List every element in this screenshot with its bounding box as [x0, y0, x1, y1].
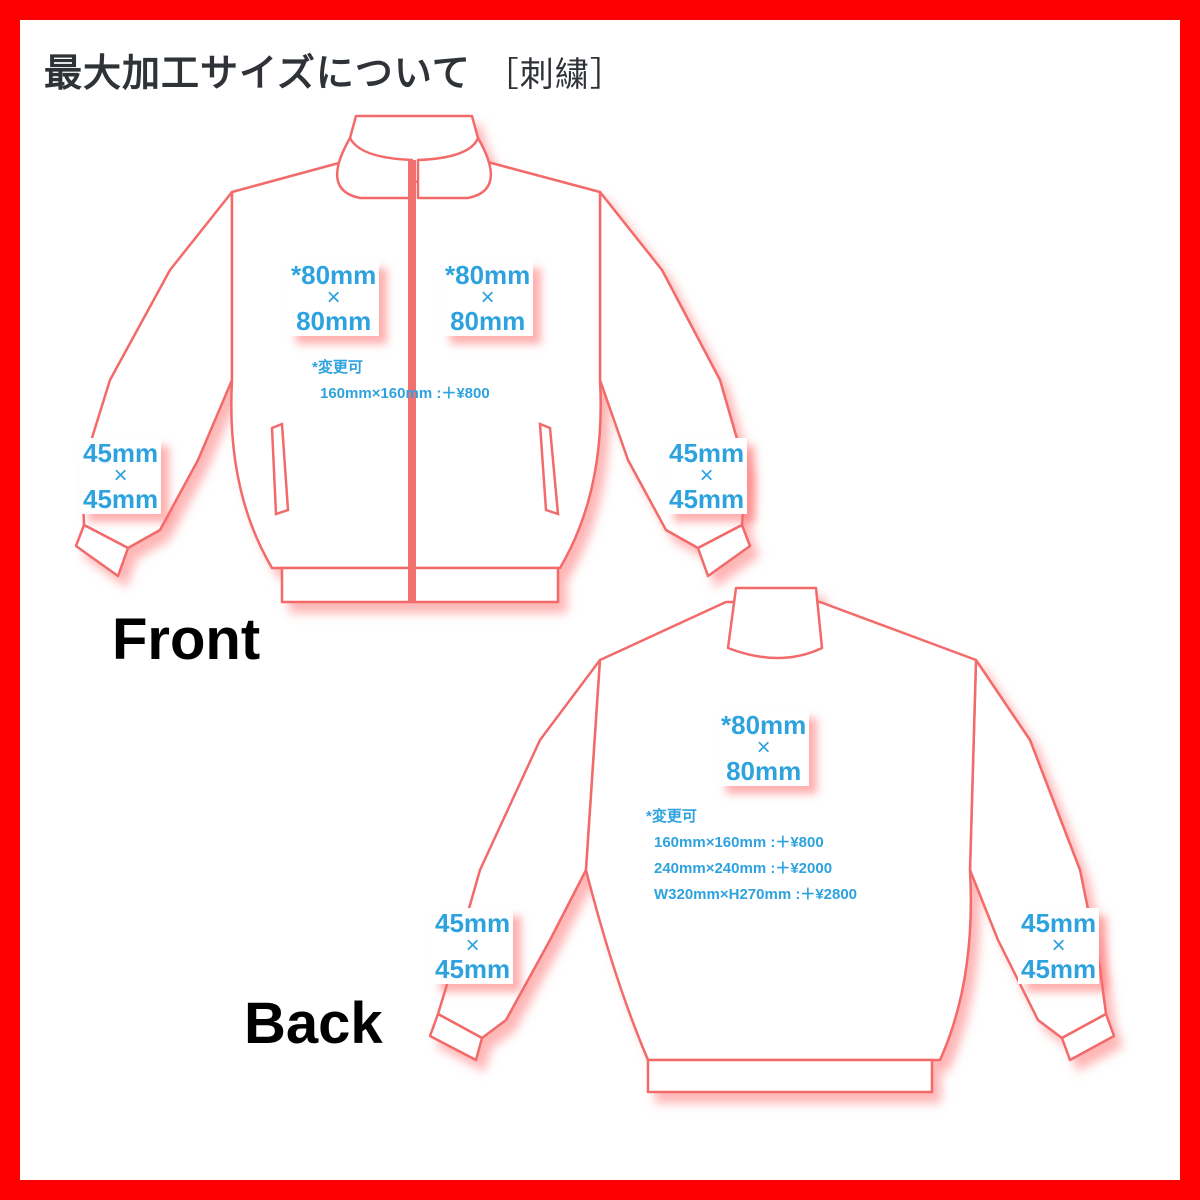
back-sleeve-left-size: 45mm × 45mm [432, 908, 514, 985]
back-center-size: *80mm × 80mm [718, 710, 810, 787]
front-pocket-right [538, 422, 560, 516]
back-sleeve-right-size: 45mm × 45mm [1018, 908, 1100, 985]
front-chest-right-size: *80mm × 80mm [442, 260, 534, 337]
back-size-options-note: *変更可 160mm×160mm :＋¥800 240mm×240mm :＋¥2… [646, 808, 858, 903]
front-sleeve-right-size: 45mm × 45mm [666, 438, 748, 515]
jacket-illustrations [74, 114, 1116, 1094]
back-view-label: Back [244, 991, 383, 1056]
front-zipper [408, 160, 416, 602]
front-sleeve-left-size: 45mm × 45mm [80, 438, 162, 515]
front-pocket-left [270, 422, 290, 516]
diagram-canvas: 最大加工サイズについて ［刺繍］ [20, 20, 1180, 1180]
title-main: 最大加工サイズについて [44, 51, 471, 95]
front-view-label: Front [112, 607, 261, 672]
front-size-options-note: *変更可 160mm×160mm :＋¥800 [312, 359, 490, 402]
page-title: 最大加工サイズについて ［刺繍］ [44, 42, 625, 97]
front-chest-left-size: *80mm × 80mm [288, 260, 380, 337]
title-sub: ［刺繍］ [484, 55, 625, 95]
